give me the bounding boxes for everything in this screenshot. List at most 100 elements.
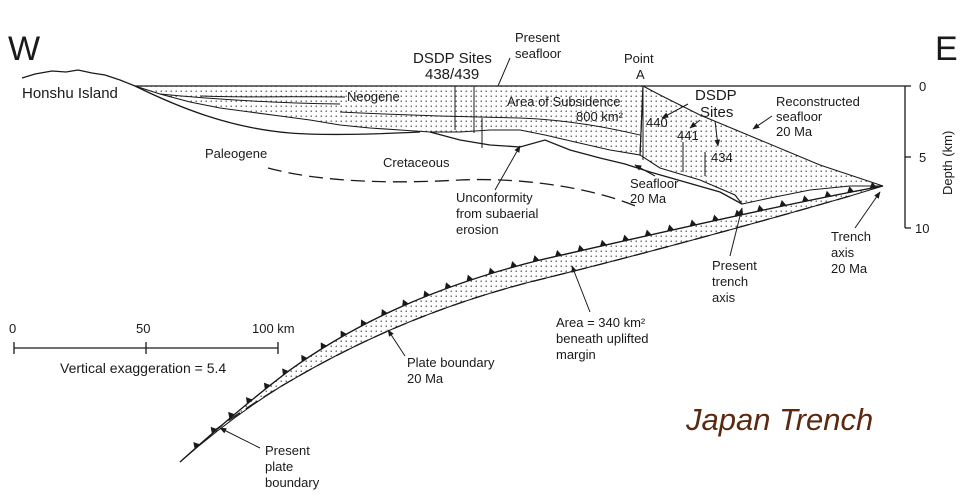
site-440-label: 440	[646, 115, 668, 130]
present-trench-line3: axis	[712, 290, 736, 305]
uplift-area-line2: beneath uplifted	[556, 331, 649, 346]
subduction-tooth	[301, 354, 308, 362]
plate-boundary-20ma-pointer	[387, 329, 406, 357]
unconformity-line2: from subaerial	[456, 206, 538, 221]
reconstructed-line2: seafloor	[776, 109, 823, 124]
subduction-tooth	[599, 239, 607, 247]
site-434-label: 434	[711, 150, 733, 165]
point-a-line1: Point	[624, 51, 654, 66]
present-seafloor-pointer	[497, 57, 511, 87]
subduction-tooth	[757, 204, 764, 212]
depth-tick-label: 5	[919, 150, 926, 165]
unconformity-line3: erosion	[456, 222, 499, 237]
subduction-tooth	[644, 229, 652, 237]
present-plate-line2: plate	[265, 459, 293, 474]
figure-title: Japan Trench	[685, 402, 873, 437]
site-441-pointer	[689, 119, 701, 129]
subduction-tooth	[193, 442, 200, 449]
trench-axis-line3: 20 Ma	[831, 261, 868, 276]
subduction-tooth	[802, 195, 809, 202]
east-label: E	[935, 30, 958, 68]
point-a-line2: A	[636, 67, 645, 82]
subduction-tooth	[282, 368, 289, 376]
unconformity-line	[429, 131, 743, 205]
subduction-tooth	[510, 261, 518, 268]
subduction-tooth	[320, 342, 327, 350]
west-label: W	[8, 30, 40, 68]
neogene-label: Neogene	[347, 89, 400, 104]
seafloor-20ma-line2: 20 Ma	[630, 191, 667, 206]
unconformity-line1: Unconformity	[456, 190, 533, 205]
honshu-label: Honshu Island	[22, 85, 118, 102]
subduction-tooth	[340, 330, 347, 338]
present-plate-line1: Present	[265, 443, 310, 458]
cretaceous-boundary	[267, 167, 641, 209]
dsdp-east-line2: Sites	[700, 104, 733, 121]
plate-boundary-20ma-line1: Plate boundary	[407, 355, 495, 370]
subduction-tooth	[622, 234, 630, 242]
subduction-tooth	[712, 214, 719, 222]
scale-bar: 0 50 100 km Vertical exaggeration = 5.4	[9, 321, 295, 376]
scale-tick-label: 100 km	[252, 321, 295, 336]
subduction-tooth	[869, 181, 877, 189]
subduction-tooth	[228, 411, 235, 419]
uplift-area-line3: margin	[556, 347, 596, 362]
seafloor-20ma-line1: Seafloor	[630, 176, 679, 191]
layer-line	[159, 93, 341, 105]
depth-tick-label: 0	[919, 79, 926, 94]
subsidence-line2: 800 km²	[576, 109, 624, 124]
subduction-tooth	[555, 249, 562, 257]
present-plate-line3: boundary	[265, 475, 320, 490]
paleogene-boundary	[134, 85, 421, 136]
layer-line	[199, 95, 346, 98]
trench-axis-line1: Trench	[831, 229, 871, 244]
subduction-tooth	[381, 309, 388, 316]
depth-tick-label: 10	[915, 221, 929, 236]
present-trench-line2: trench	[712, 274, 748, 289]
scale-tick-label: 50	[136, 321, 150, 336]
plate-boundary-20ma-line2: 20 Ma	[407, 371, 444, 386]
subduction-tooth	[577, 244, 585, 252]
subduction-tooth	[263, 382, 271, 390]
site-441-label: 441	[677, 128, 699, 143]
layer-line	[339, 111, 641, 136]
subduction-tooth	[423, 290, 430, 298]
subduction-tooth	[779, 200, 787, 207]
present-trench-pointer	[729, 207, 744, 257]
unconformity-pointer	[494, 145, 521, 191]
trench-axis-pointer	[854, 191, 881, 229]
subduction-tooth	[360, 319, 367, 327]
subduction-tooth	[210, 426, 218, 434]
depth-axis: 0 5 10 Depth (km)	[904, 79, 955, 236]
scale-tick-label: 0	[9, 321, 16, 336]
subduction-tooth	[444, 282, 452, 290]
subduction-teeth	[193, 181, 877, 449]
depth-axis-label: Depth (km)	[940, 131, 955, 195]
trench-axis-line2: axis	[831, 245, 855, 260]
uplift-area-line1: Area = 340 km²	[556, 315, 646, 330]
subduction-tooth	[466, 274, 474, 282]
reconstructed-wedge	[639, 85, 884, 205]
present-seafloor-line2: seafloor	[515, 46, 562, 61]
dsdp-west-line2: 438/439	[425, 66, 479, 83]
honshu-topography	[21, 69, 136, 87]
subduction-tooth	[532, 255, 540, 262]
plate-boundary-20ma-line	[214, 195, 851, 431]
subduction-tooth	[488, 267, 496, 275]
subsidence-line1: Area of Subsidence	[507, 94, 620, 109]
subduction-tooth	[824, 190, 832, 198]
uplift-area-pointer	[571, 265, 591, 313]
site-440-pointer	[661, 103, 689, 119]
reconstructed-pointer	[752, 115, 773, 130]
subduction-tooth	[667, 224, 675, 232]
subduction-tooth	[847, 186, 855, 193]
dsdp-west-line1: DSDP Sites	[413, 50, 492, 67]
subduction-tooth	[245, 397, 253, 404]
neogene-wedge	[134, 85, 644, 156]
cretaceous-label: Cretaceous	[383, 155, 450, 170]
present-plate-pointer	[219, 427, 261, 449]
paleogene-label: Paleogene	[205, 146, 267, 161]
vertical-exaggeration-label: Vertical exaggeration = 5.4	[60, 360, 226, 376]
subduction-tooth	[402, 299, 409, 307]
